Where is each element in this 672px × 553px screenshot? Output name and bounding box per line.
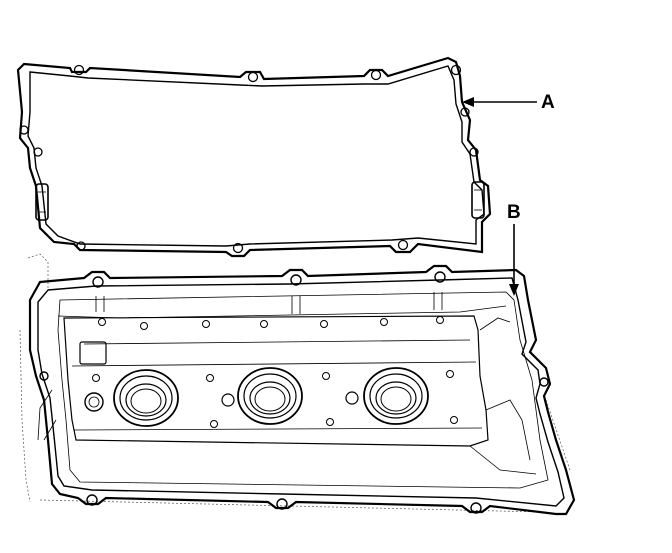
plug-seal-3-icon	[363, 367, 429, 425]
valve-cover-icon	[19, 253, 576, 516]
callout-label-b: B	[507, 202, 521, 223]
plug-seal-1-icon	[113, 369, 179, 427]
plug-seal-2-icon	[237, 367, 303, 425]
callout-b-arrow	[509, 224, 519, 296]
callout-a-arrow	[462, 97, 537, 107]
callout-label-a: A	[541, 92, 555, 113]
gasket-icon	[16, 56, 492, 258]
